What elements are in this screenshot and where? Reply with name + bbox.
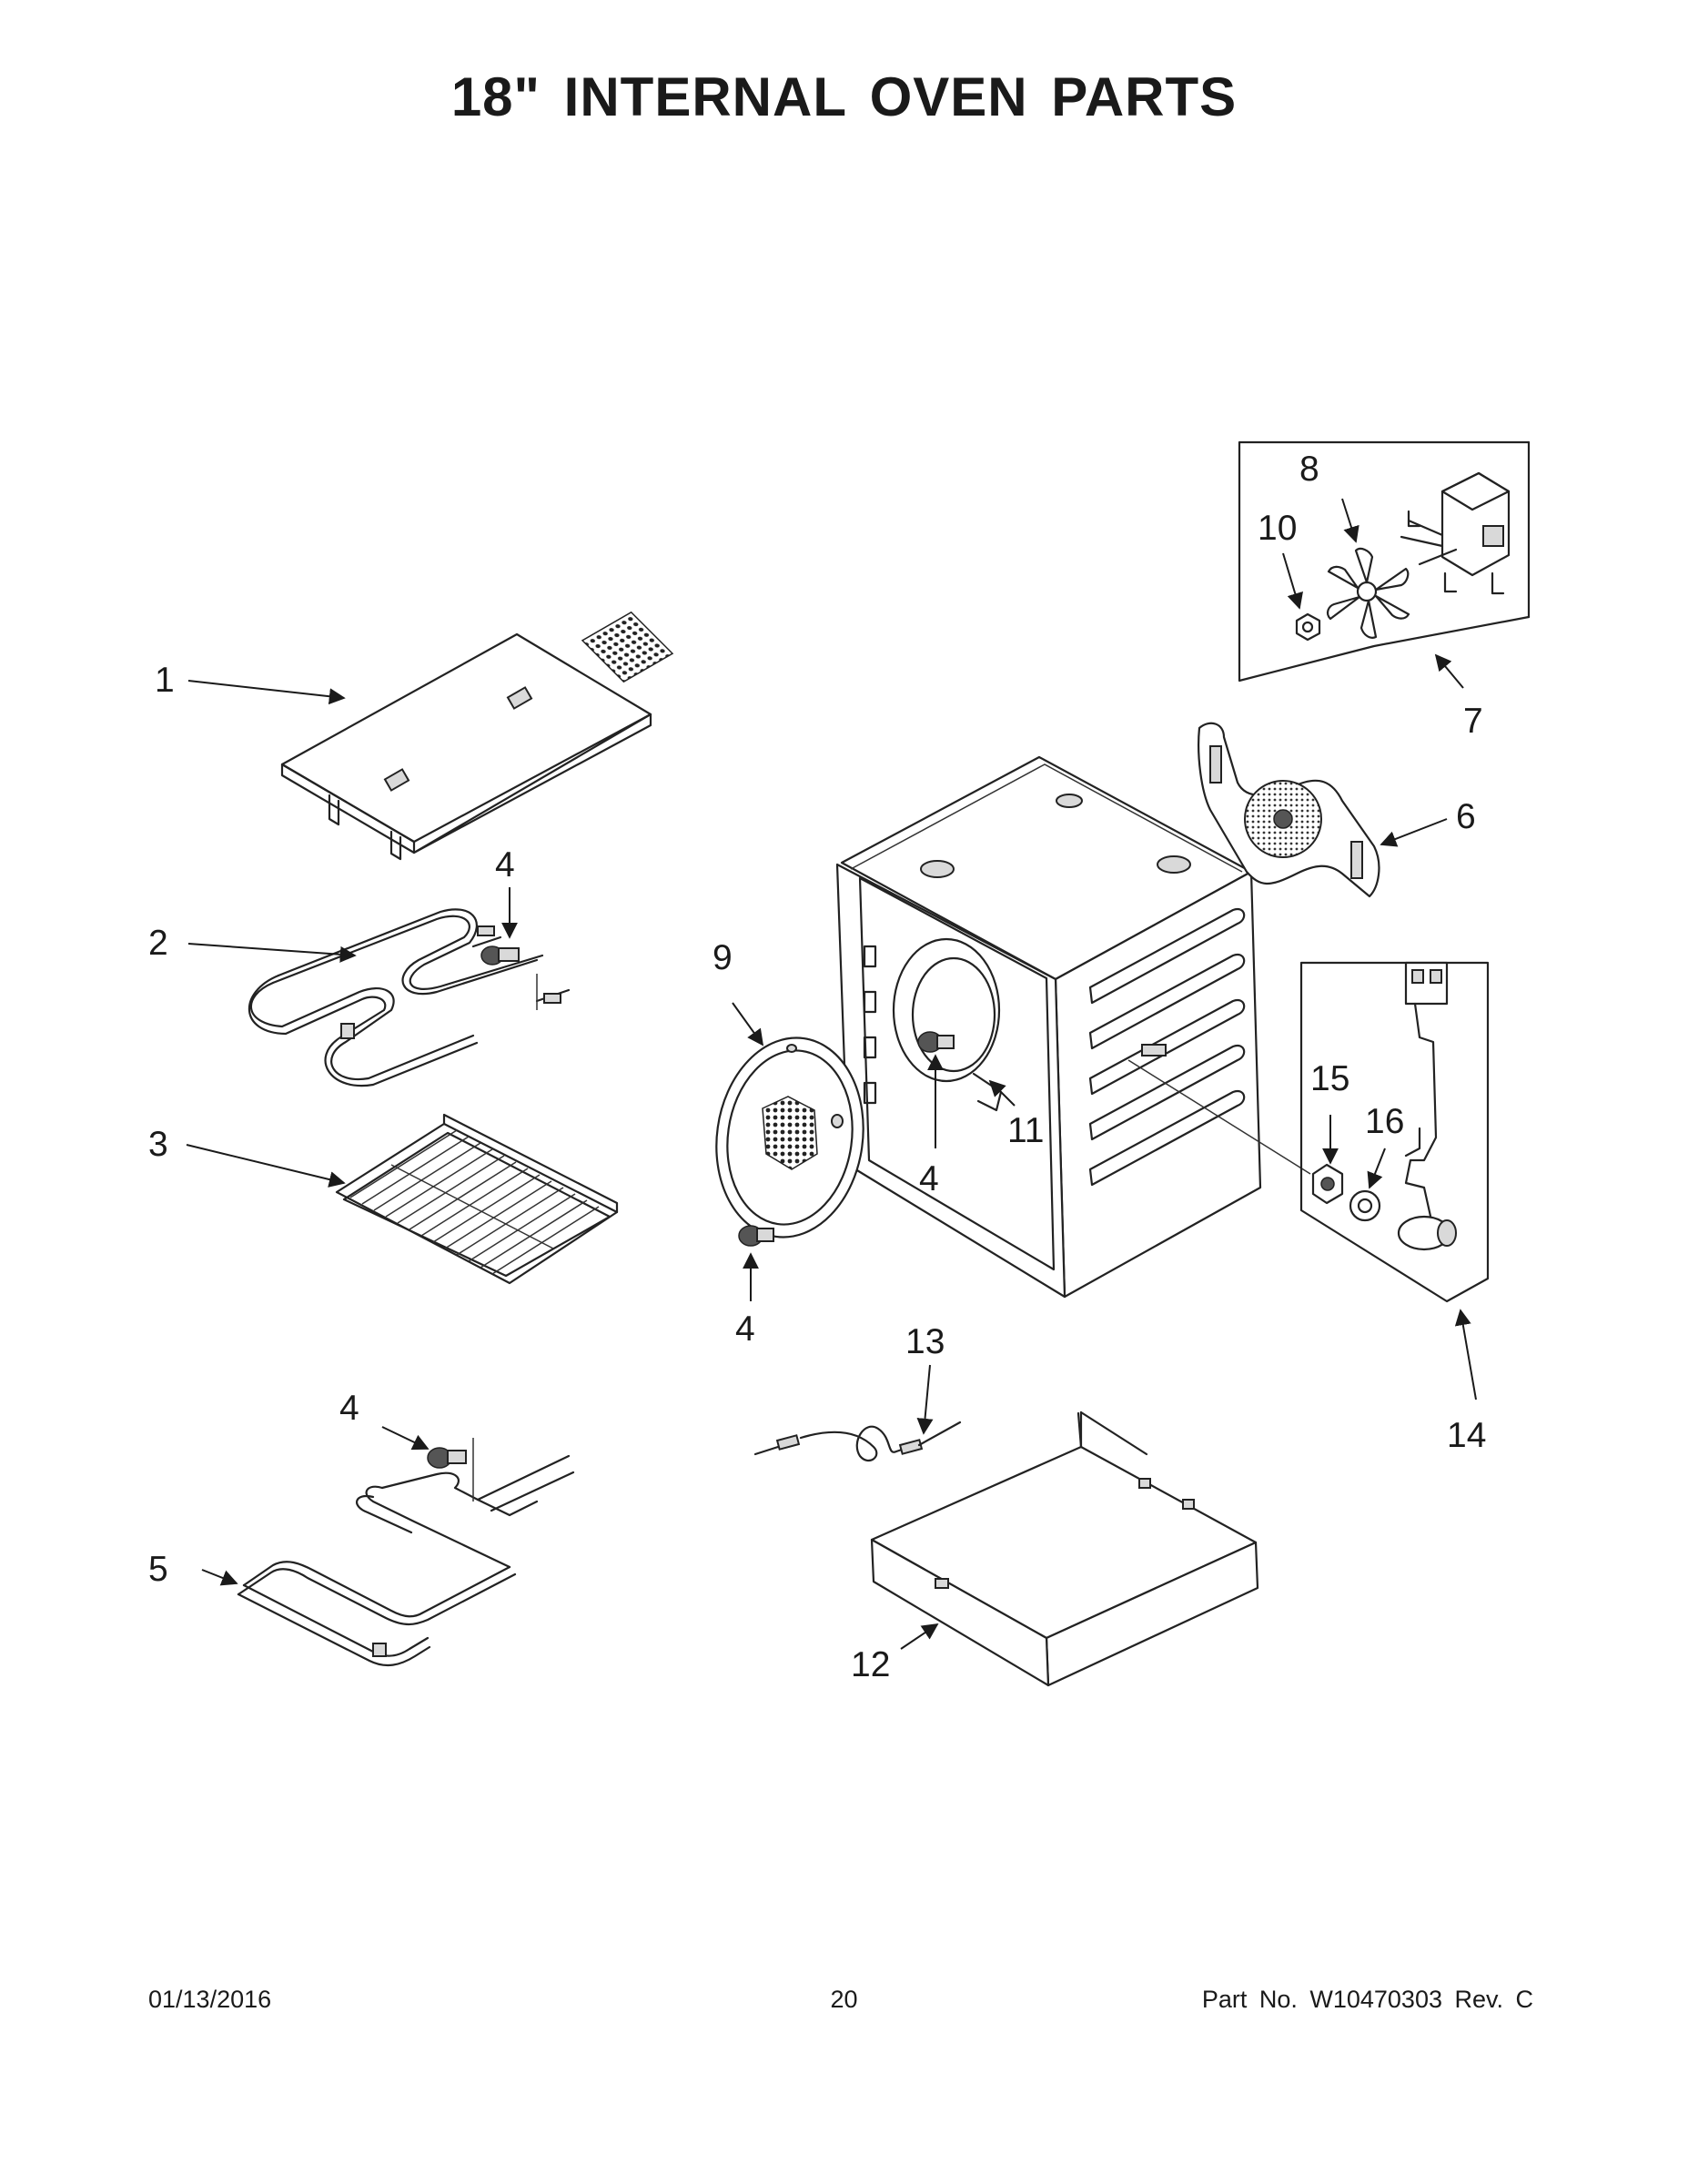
callout-12: 12 (851, 1645, 890, 1684)
part-9-fan-cover (715, 1036, 864, 1239)
callout-8: 8 (1299, 450, 1319, 489)
footer-date: 01/13/2016 (148, 1986, 272, 2013)
callout-4c: 4 (339, 1389, 359, 1428)
callout-13: 13 (905, 1322, 945, 1361)
part-12-bottom-tray (870, 1410, 1259, 1687)
callout-3: 3 (148, 1125, 168, 1164)
callout-4d: 4 (919, 1159, 939, 1198)
callout-6: 6 (1456, 797, 1476, 836)
part-5-bake-element (237, 1438, 575, 1667)
part-4-screw-d (738, 1225, 774, 1247)
part-6-fan-bracket (1198, 722, 1380, 898)
callout-5: 5 (148, 1550, 168, 1589)
part-4-screw-c (917, 1031, 955, 1053)
oven-cavity (835, 755, 1311, 1299)
part-4-screw-b (427, 1447, 467, 1469)
footer-page-number: 20 (830, 1986, 858, 2013)
footer-part-number: Part No. W10470303 Rev. C (1201, 1986, 1533, 2013)
part-4-screw-a (480, 945, 520, 966)
callout-1: 1 (155, 661, 175, 700)
callout-15: 15 (1310, 1059, 1349, 1098)
callout-11: 11 (1007, 1111, 1045, 1150)
callout-4b: 4 (735, 1309, 755, 1349)
callout-16: 16 (1365, 1102, 1404, 1141)
callout-4a: 4 (495, 845, 515, 885)
part-1-top-shield (280, 611, 674, 861)
callout-10: 10 (1258, 509, 1297, 548)
part-3-oven-rack (335, 1113, 619, 1285)
callout-9: 9 (713, 938, 733, 977)
part-7-fan-assembly-box (1238, 440, 1531, 682)
callout-14: 14 (1447, 1416, 1486, 1455)
page-title: 18" INTERNAL OVEN PARTS (450, 66, 1238, 127)
part-2-broil-element (248, 908, 571, 1087)
part-13-meat-probe (753, 1421, 962, 1462)
part-14-box (1299, 961, 1490, 1303)
callout-7: 7 (1463, 702, 1483, 741)
callout-2: 2 (148, 924, 168, 963)
